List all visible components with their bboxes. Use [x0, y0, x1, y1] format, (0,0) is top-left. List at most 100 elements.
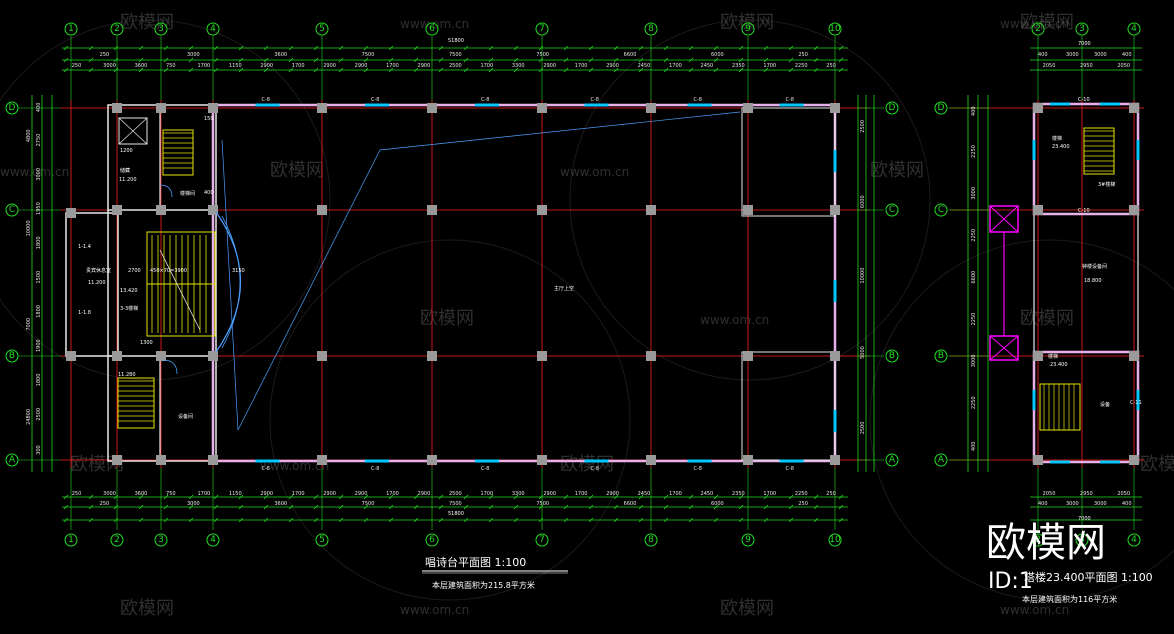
- left-dim-text: 1950: [36, 202, 42, 215]
- room-label-area2: 13.420: [120, 288, 138, 294]
- dim-tick: [238, 45, 244, 51]
- elevator-x2: [118, 117, 148, 145]
- column: [646, 455, 656, 465]
- dim-tick: [513, 45, 519, 51]
- dim-tick: [188, 45, 194, 51]
- axis-bubble-left-label-A: A: [9, 455, 16, 465]
- axis-bubble-top-label-8: 8: [648, 24, 654, 34]
- vip-room-outline: [65, 212, 119, 357]
- dim-tick: [88, 67, 94, 73]
- axis-bubble-right: [885, 453, 899, 467]
- tower-bubble-bottom: [1127, 533, 1141, 547]
- bottom-dim-text-row1: 250: [72, 491, 82, 497]
- tower-column: [1033, 455, 1043, 465]
- dim-tick: [313, 517, 319, 523]
- axis-bubble-right-label-C: C: [889, 205, 895, 215]
- dim-tick: [213, 67, 219, 73]
- dim-tick: [163, 517, 169, 523]
- axis-bubble-right: [885, 349, 899, 363]
- column: [112, 205, 122, 215]
- top-dim-text-row2: 1150: [229, 63, 242, 69]
- top-dim-text-row1: 7500: [362, 52, 375, 58]
- tower-left-dim-text: 400: [971, 442, 977, 452]
- dim-tick: [213, 45, 219, 51]
- dim-tick: [263, 45, 269, 51]
- left-dim-text: 1500: [36, 271, 42, 284]
- watermark-brand: 欧模网: [70, 454, 124, 475]
- top-dim-text-row1: 3600: [274, 52, 287, 58]
- top-dim-text-row1: 6000: [711, 52, 724, 58]
- tower-top-dim-row1: 400: [1038, 52, 1048, 58]
- left-dim-total-text: 7000: [26, 318, 32, 331]
- dim-tick: [463, 494, 469, 500]
- axis-bubble-top: [206, 22, 220, 36]
- column: [743, 205, 753, 215]
- top-dim-text-row2: 2900: [323, 63, 336, 69]
- dim-tick: [163, 45, 169, 51]
- tower-walls: [989, 102, 1140, 465]
- dim-tick: [363, 57, 369, 63]
- dim-tick: [838, 45, 844, 51]
- dim-tick: [813, 517, 819, 523]
- dim-tick: [763, 67, 769, 73]
- dim-tick: [238, 494, 244, 500]
- dim-tick: [88, 57, 94, 63]
- window-tag-top: C-8: [371, 97, 379, 103]
- axis-bubble-right-label-A: A: [889, 455, 896, 465]
- watermark-brand: 欧模网: [1020, 308, 1074, 329]
- tower-left-dim-text: 2250: [971, 313, 977, 326]
- bottom-dim-text-row1: 2900: [543, 491, 556, 497]
- axis-bubble-bottom: [425, 533, 439, 547]
- dim-tick: [63, 45, 69, 51]
- top-dim-text-row2: 1700: [292, 63, 305, 69]
- dim-tick: [738, 504, 744, 510]
- dim-tick: [338, 504, 344, 510]
- window-tag-bottom: C-8: [481, 466, 489, 472]
- dim-tick: [263, 57, 269, 63]
- column: [537, 205, 547, 215]
- brand-logo-text: 欧模网: [986, 520, 1106, 566]
- column: [537, 351, 547, 361]
- dim-tick: [763, 517, 769, 523]
- door-arc: [162, 359, 178, 375]
- bottom-dim-text-row1: 1700: [197, 491, 210, 497]
- top-dim-text-row2: 2450: [701, 63, 714, 69]
- axis-bubble-top-label-2: 2: [114, 24, 120, 34]
- tower-bubble-bottom-label-2: 2: [1035, 535, 1041, 545]
- tower-left-dim-text: 2250: [971, 145, 977, 158]
- dim-tick: [563, 45, 569, 51]
- guide-line-3: [221, 139, 239, 431]
- dim-tick: [388, 504, 394, 510]
- dim-tick: [788, 517, 794, 523]
- dim-tick: [738, 57, 744, 63]
- top-dim-text-row2: 2250: [795, 63, 808, 69]
- elevator-box: [118, 117, 148, 145]
- dim-tick: [588, 67, 594, 73]
- left-dim-text: 1800: [36, 374, 42, 387]
- door-arc: [159, 184, 173, 198]
- watermark-brand: 欧模网: [720, 12, 774, 33]
- dim-tick: [638, 504, 644, 510]
- dim-tick: [63, 494, 69, 500]
- column: [646, 103, 656, 113]
- dim-tick: [738, 517, 744, 523]
- watermark-url: www.om.cn: [400, 603, 469, 617]
- left-dim-text: 1800: [36, 305, 42, 318]
- dim-tick: [788, 494, 794, 500]
- top-dim-text-row2: 3600: [135, 63, 148, 69]
- dim-tick: [138, 67, 144, 73]
- tower-bubble-top: [1031, 22, 1045, 36]
- dim-tick: [113, 57, 119, 63]
- left-dim-text: 1800: [36, 236, 42, 249]
- tower-bubble-left: [934, 101, 948, 115]
- top-dim-text-row1: 7500: [536, 52, 549, 58]
- dim-tick: [213, 517, 219, 523]
- top-dim-text-row2: 2900: [606, 63, 619, 69]
- dim-tick: [88, 494, 94, 500]
- room-label-dim-150: 150: [204, 116, 214, 122]
- dim-tick: [463, 67, 469, 73]
- right-dim-text: 2500: [860, 422, 866, 435]
- column: [317, 455, 327, 465]
